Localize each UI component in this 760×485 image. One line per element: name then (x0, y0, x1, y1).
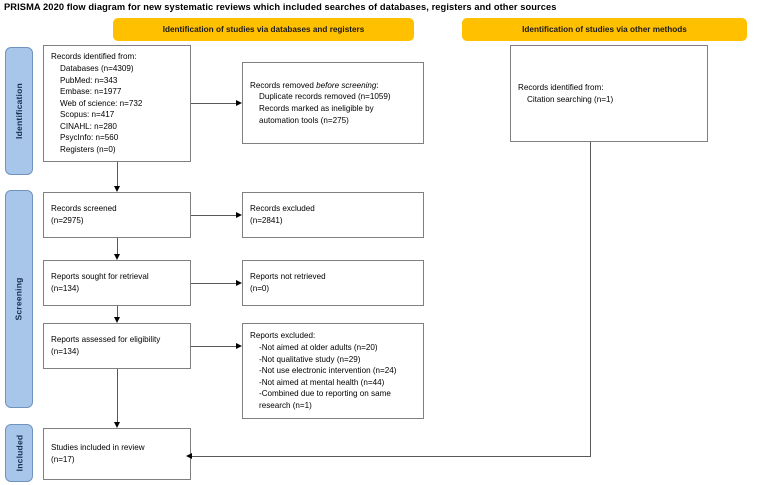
arrowhead-assessed-to-excluded (236, 342, 242, 349)
node-reports-sought-text: Reports sought for retrieval (n=134) (51, 272, 149, 293)
connector-assessed-to-excluded (191, 346, 236, 347)
connector-assessed-to-included (117, 369, 118, 422)
stage-label-included: Included (14, 434, 24, 472)
connector-sought-to-not-retrieved (191, 283, 236, 284)
node-reports-assessed-text: Reports assessed for eligibility (n=134) (51, 335, 161, 356)
arrowhead-sought-to-assessed (113, 317, 120, 323)
connector-identified-to-removed (191, 103, 236, 104)
stage-label-screening: Screening (14, 277, 25, 321)
connector-citation-horizontal (189, 456, 591, 457)
header-bar-databases-registers: Identification of studies via databases … (113, 18, 414, 41)
arrowhead-citation-to-included (186, 452, 192, 459)
records-removed-lead: Records removed (250, 80, 317, 90)
node-reports-assessed: Reports assessed for eligibility (n=134) (43, 323, 191, 369)
page-title: PRISMA 2020 flow diagram for new systema… (4, 2, 557, 12)
arrowhead-screened-to-sought (113, 254, 120, 260)
connector-screened-to-excluded (191, 215, 236, 216)
arrowhead-identified-to-removed (236, 99, 242, 106)
node-records-identified: Records identified from: Databases (n=43… (43, 45, 191, 162)
stage-label-identification: Identification (14, 83, 25, 139)
stage-bar-included: Included (5, 424, 33, 482)
node-records-screened-text: Records screened (n=2975) (51, 204, 117, 225)
header-bar-other-methods: Identification of studies via other meth… (462, 18, 747, 41)
node-records-removed: Records removed before screening: Duplic… (242, 62, 424, 144)
node-records-identified-text: Records identified from: Databases (n=43… (51, 52, 143, 155)
node-citation-searching: Records identified from: Citation search… (510, 45, 708, 142)
connector-identified-to-screened (117, 162, 118, 186)
node-records-screened: Records screened (n=2975) (43, 192, 191, 238)
node-records-excluded: Records excluded (n=2841) (242, 192, 424, 238)
node-reports-not-retrieved-text: Reports not retrieved (n=0) (250, 272, 326, 293)
node-reports-excluded-text: Reports excluded: -Not aimed at older ad… (250, 331, 397, 410)
arrowhead-sought-to-not-retrieved (236, 279, 242, 286)
connector-screened-to-sought (117, 238, 118, 254)
stage-bar-identification: Identification (5, 47, 33, 175)
records-removed-tail: : Duplicate records removed (n=1059) Rec… (259, 80, 391, 125)
arrowhead-screened-to-excluded (236, 211, 242, 218)
stage-bar-screening: Screening (5, 190, 33, 408)
connector-sought-to-assessed (117, 306, 118, 317)
node-reports-sought: Reports sought for retrieval (n=134) (43, 260, 191, 306)
connector-citation-vertical (590, 142, 591, 456)
node-reports-not-retrieved: Reports not retrieved (n=0) (242, 260, 424, 306)
arrowhead-identified-to-screened (113, 186, 120, 192)
node-studies-included: Studies included in review (n=17) (43, 428, 191, 480)
header-bar-databases-label: Identification of studies via databases … (162, 25, 365, 34)
node-studies-included-text: Studies included in review (n=17) (51, 443, 145, 464)
arrowhead-assessed-to-included (113, 422, 120, 428)
header-bar-other-label: Identification of studies via other meth… (522, 25, 687, 34)
node-citation-searching-text: Records identified from: Citation search… (518, 82, 614, 104)
node-reports-excluded: Reports excluded: -Not aimed at older ad… (242, 323, 424, 419)
records-removed-italic: before screening (316, 80, 377, 90)
node-records-excluded-text: Records excluded (n=2841) (250, 204, 315, 225)
node-records-removed-text: Records removed before screening: Duplic… (250, 80, 391, 126)
